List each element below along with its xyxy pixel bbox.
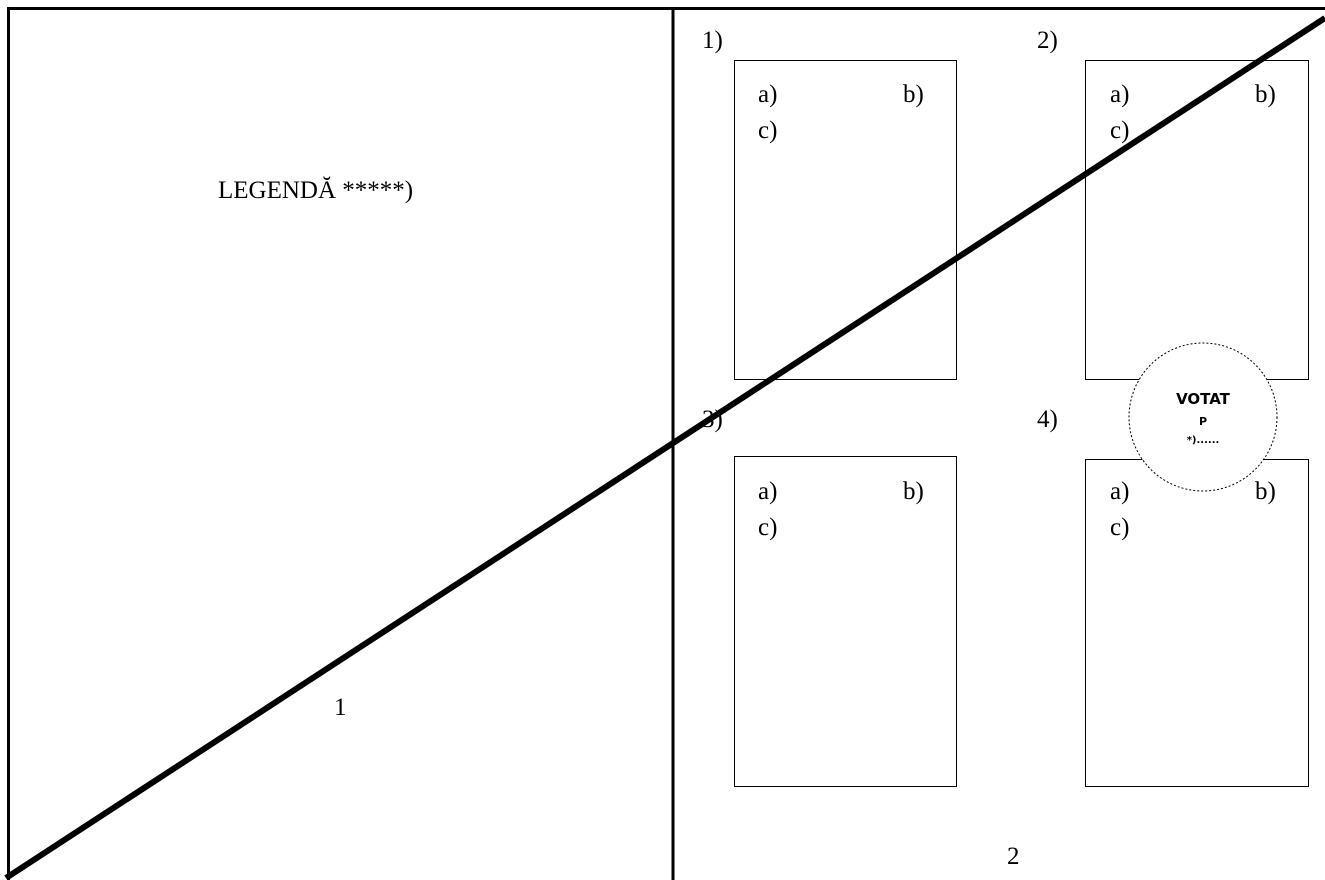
cell-4-option-a: a) [1110, 478, 1129, 505]
legend-label: LEGENDĂ *****) [218, 176, 413, 204]
cell-box-3 [734, 456, 957, 787]
cell-box-1 [734, 60, 957, 380]
cell-box-4 [1085, 459, 1309, 787]
cell-3-option-b: b) [903, 478, 924, 505]
cell-number-2: 2) [1037, 27, 1058, 54]
cell-number-4: 4) [1037, 406, 1058, 433]
cell-2-option-a: a) [1110, 81, 1129, 108]
cell-1-option-c: c) [758, 117, 777, 144]
outer-frame [7, 7, 1325, 880]
ballot-cell-3: 3) a) b) c) [702, 406, 957, 787]
cell-1-option-b: b) [903, 81, 924, 108]
cell-3-option-a: a) [758, 478, 777, 505]
cell-number-1: 1) [702, 27, 723, 54]
cell-box-2 [1085, 60, 1309, 380]
right-panel-number: 2 [1007, 843, 1020, 870]
stamp-note: *)...... [1187, 435, 1220, 446]
stamp-circle [1128, 342, 1278, 492]
cell-2-option-b: b) [1255, 81, 1276, 108]
left-panel-number: 1 [334, 694, 347, 721]
ballot-cell-4: 4) a) b) c) [1037, 406, 1309, 787]
left-panel: LEGENDĂ *****) 1 [218, 176, 413, 721]
cell-4-option-b: b) [1255, 478, 1276, 505]
cell-2-option-c: c) [1110, 117, 1129, 144]
ballot-cell-2: 2) a) b) c) [1037, 27, 1309, 380]
cell-4-option-c: c) [1110, 514, 1129, 541]
stamp-letter: P [1199, 415, 1207, 428]
vote-stamp: VOTAT P *)...... [1128, 342, 1278, 492]
cancellation-line [4, 15, 1325, 880]
cell-1-option-a: a) [758, 81, 777, 108]
stamp-title: VOTAT [1176, 390, 1231, 408]
ballot-cell-1: 1) a) b) c) [702, 27, 957, 380]
cell-3-option-c: c) [758, 514, 777, 541]
